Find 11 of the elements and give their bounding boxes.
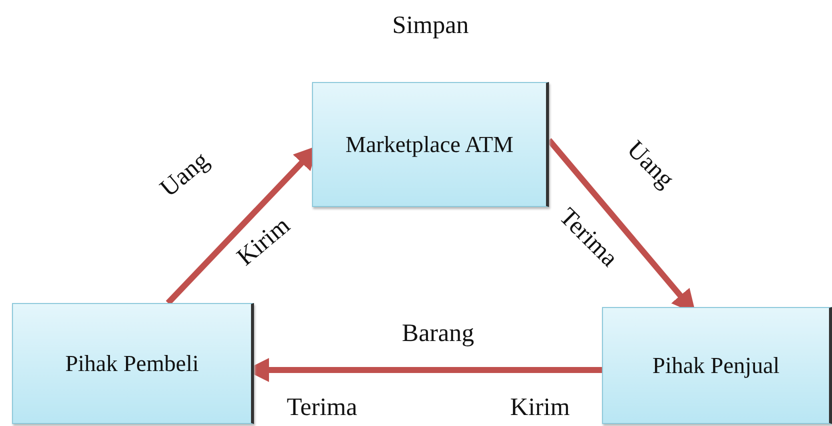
process-box: [312, 82, 549, 207]
process-box: [12, 303, 254, 424]
process-box: [602, 307, 832, 424]
box-label: Marketplace ATM: [346, 132, 514, 158]
box-label: Pihak Pembeli: [65, 350, 199, 376]
arrow-label: Barang: [402, 320, 474, 348]
arrow-label: Terima: [286, 394, 358, 422]
box-label: Pihak Penjual: [652, 352, 780, 378]
arrow-label: Kirim: [510, 394, 570, 422]
node-caption: Simpan: [392, 12, 469, 40]
arrow-label: Uang: [155, 146, 215, 204]
